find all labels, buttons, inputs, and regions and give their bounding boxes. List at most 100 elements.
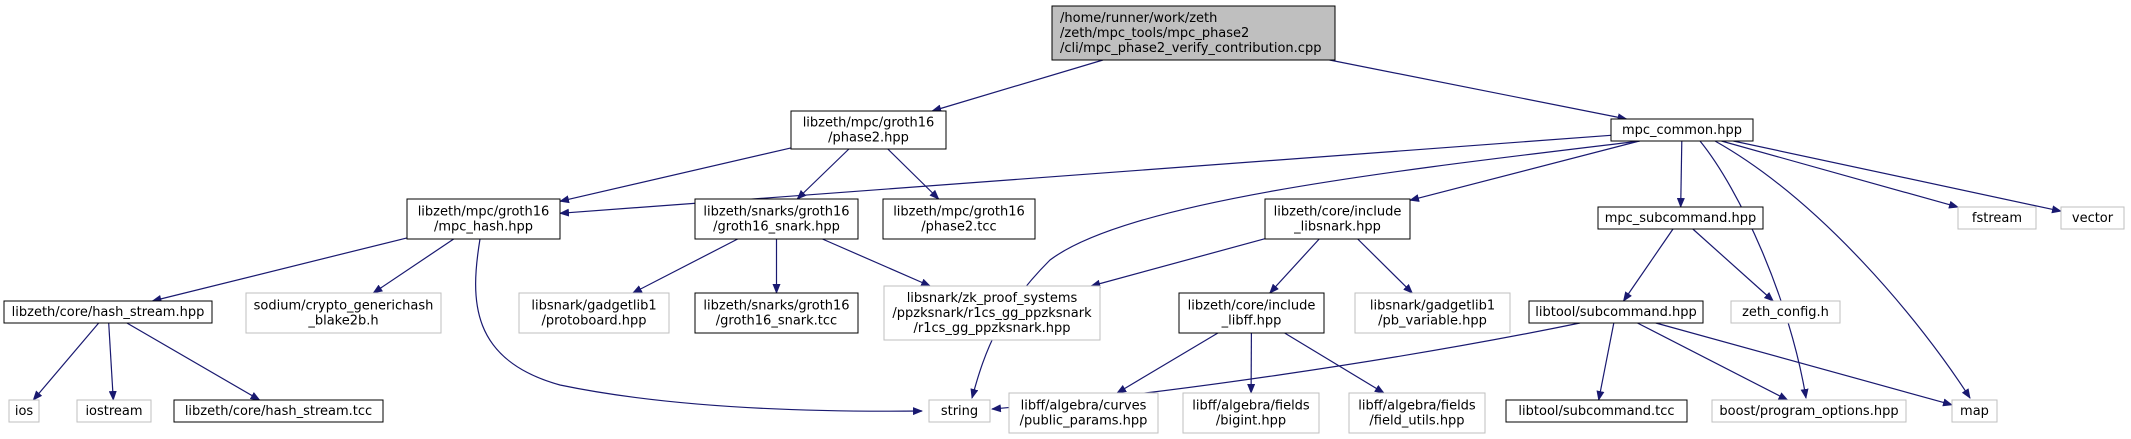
node-label: /phase2.tcc [921, 220, 996, 235]
node-label: libtool/subcommand.hpp [1535, 305, 1697, 320]
node-label: /cli/mpc_phase2_verify_contribution.cpp [1060, 41, 1321, 56]
edge-hash_stream_hpp-to-hash_stream_tcc [126, 322, 261, 401]
node-field-utils: libff/algebra/fields/field_utils.hpp [1348, 392, 1486, 434]
node-label: /r1cs_gg_ppzksnark.hpp [913, 321, 1070, 336]
node-label: libzeth/core/include [1274, 205, 1402, 220]
node-groth16-snark-tcc[interactable]: libzeth/snarks/groth16/groth16_snark.tcc [694, 292, 859, 334]
node-box [1051, 5, 1336, 61]
node-box [1178, 292, 1325, 334]
node-box [3, 300, 213, 324]
edge-libtool_subcommand-to-libtool_subcommand_tcc [1596, 322, 1615, 401]
node-label: /field_utils.hpp [1369, 414, 1464, 429]
node-label: _libff.hpp [1221, 314, 1282, 329]
edge-include_libff-to-field_utils [1284, 332, 1385, 394]
node-label: libff/algebra/fields [1192, 399, 1310, 414]
node-box [928, 399, 991, 423]
node-box [1597, 206, 1764, 230]
node-box [1008, 392, 1159, 434]
node-iostream: iostream [76, 399, 152, 423]
node-label: /phase2.hpp [828, 131, 909, 146]
edge-root-to-phase2_hpp [931, 59, 1104, 113]
edge-mpc_common-to-program_options [1699, 140, 1809, 399]
node-hash-stream-hpp[interactable]: libzeth/core/hash_stream.hpp [3, 300, 213, 324]
edge-mpc_common-to-mpc_subcommand [1676, 140, 1685, 208]
node-label: /zeth/mpc_tools/mpc_phase2 [1060, 26, 1249, 41]
node-label: libff/algebra/fields [1358, 399, 1476, 414]
node-label: libzeth/core/hash_stream.hpp [12, 305, 205, 320]
node-box [1610, 118, 1754, 142]
node-label: /public_params.hpp [1020, 414, 1148, 429]
node-label: libsnark/gadgetlib1 [1370, 299, 1495, 314]
node-pb-variable: libsnark/gadgetlib1/pb_variable.hpp [1354, 292, 1511, 334]
node-label: sodium/crypto_generichash [254, 299, 434, 314]
node-include-libff[interactable]: libzeth/core/include_libff.hpp [1178, 292, 1325, 334]
node-label: libtool/subcommand.tcc [1518, 404, 1674, 419]
node-label: /groth16_snark.tcc [716, 314, 837, 329]
node-map: map [1951, 399, 1998, 423]
node-fstream: fstream [1957, 206, 2037, 230]
node-label: /protoboard.hpp [541, 314, 646, 329]
node-box [1354, 292, 1511, 334]
node-label: /mpc_hash.hpp [434, 220, 533, 235]
node-box [8, 399, 40, 423]
node-label: _libsnark.hpp [1293, 220, 1381, 235]
node-string: string [928, 399, 991, 423]
node-box [1528, 300, 1704, 324]
node-box [1957, 206, 2037, 230]
node-box [882, 198, 1036, 240]
node-label: libzeth/core/hash_stream.tcc [185, 404, 372, 419]
node-label: zeth_config.h [1742, 305, 1829, 320]
node-sodium: sodium/crypto_generichash_blake2b.h [245, 292, 442, 334]
node-label: libzeth/mpc/groth16 [803, 116, 935, 131]
node-label: _blake2b.h [307, 314, 378, 329]
node-box [790, 110, 947, 150]
node-libtool-subcommand[interactable]: libtool/subcommand.hpp [1528, 300, 1704, 324]
node-box [173, 399, 384, 423]
node-box [694, 198, 859, 240]
edge-libtool_subcommand-to-map [1655, 322, 1953, 407]
edge-libtool_subcommand-to-program_options [1637, 322, 1789, 401]
node-label: /home/runner/work/zeth [1060, 11, 1217, 26]
node-include-libsnark[interactable]: libzeth/core/include_libsnark.hpp [1264, 198, 1411, 240]
node-groth16-snark[interactable]: libzeth/snarks/groth16/groth16_snark.hpp [694, 198, 859, 240]
edge-mpc_subcommand-to-zeth_config [1692, 228, 1774, 302]
node-program-options: boost/program_options.hpp [1711, 399, 1907, 423]
edge-groth16_snark-to-r1cs_gg [822, 238, 932, 287]
node-box [1182, 392, 1320, 434]
node-box [1730, 300, 1841, 324]
node-vector: vector [2060, 206, 2125, 230]
node-root[interactable]: /home/runner/work/zeth/zeth/mpc_tools/mp… [1051, 5, 1336, 61]
node-label: iostream [85, 404, 142, 419]
node-hash-stream-tcc[interactable]: libzeth/core/hash_stream.tcc [173, 399, 384, 423]
node-label: libsnark/zk_proof_systems [907, 291, 1078, 306]
node-mpc-subcommand[interactable]: mpc_subcommand.hpp [1597, 206, 1764, 230]
node-label: libzeth/mpc/groth16 [893, 205, 1025, 220]
edge-mpc_common-to-string [970, 140, 1641, 399]
edge-include_libsnark-to-pb_variable [1357, 238, 1414, 294]
node-label: libzeth/snarks/groth16 [703, 205, 849, 220]
edge-mpc_common-to-vector [1733, 140, 2062, 214]
node-box [1264, 198, 1411, 240]
node-label: boost/program_options.hpp [1719, 404, 1898, 419]
node-mpc-hash[interactable]: libzeth/mpc/groth16/mpc_hash.hpp [406, 198, 561, 240]
node-box [76, 399, 152, 423]
edge-mpc_hash-to-hash_stream_hpp [151, 237, 408, 303]
node-libtool-subcommand-tcc[interactable]: libtool/subcommand.tcc [1505, 399, 1688, 423]
node-phase2-hpp[interactable]: libzeth/mpc/groth16/phase2.hpp [790, 110, 947, 150]
node-r1cs-gg: libsnark/zk_proof_systems/ppzksnark/r1cs… [883, 285, 1101, 341]
node-label: fstream [1972, 211, 2022, 226]
node-ios: ios [8, 399, 40, 423]
node-mpc-common[interactable]: mpc_common.hpp [1610, 118, 1754, 142]
edge-mpc_hash-to-string [475, 238, 923, 416]
edge-phase2_hpp-to-groth16_snark [796, 148, 850, 200]
edge-hash_stream_hpp-to-iostream [108, 322, 117, 401]
edge-mpc_common-to-fstream [1721, 140, 1959, 209]
node-label: /bigint.hpp [1216, 414, 1286, 429]
node-label: vector [2072, 211, 2114, 226]
node-label: libsnark/gadgetlib1 [531, 299, 656, 314]
node-phase2-tcc[interactable]: libzeth/mpc/groth16/phase2.tcc [882, 198, 1036, 240]
edge-mpc_hash-to-sodium [372, 238, 455, 294]
edge-phase2_hpp-to-mpc_hash [559, 147, 792, 204]
edge-mpc_common-to-include_libsnark [1409, 140, 1640, 202]
node-label: string [941, 404, 978, 419]
